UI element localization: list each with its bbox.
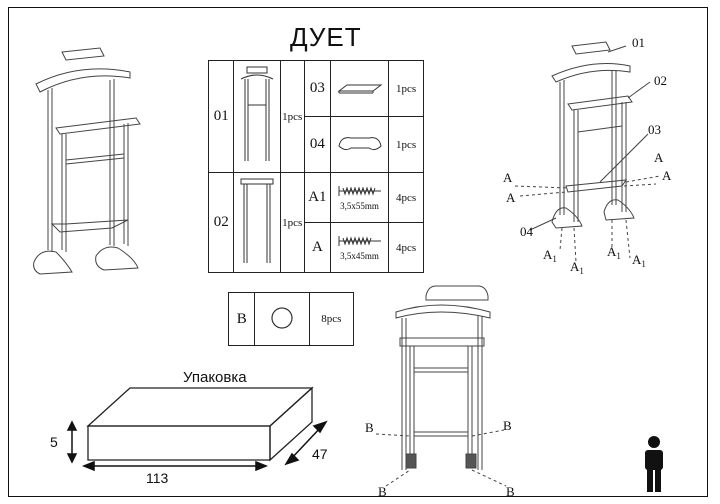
part-03-image bbox=[329, 60, 390, 117]
part-04-code: 04 bbox=[303, 116, 331, 173]
part-03-qty: 1pcs bbox=[388, 60, 424, 117]
front-elevation-drawing bbox=[376, 286, 506, 486]
callout-a1-3: A bbox=[607, 244, 617, 259]
human-scale-icon bbox=[645, 436, 663, 492]
package-height: 5 bbox=[50, 434, 58, 450]
part-b-code: B bbox=[227, 292, 256, 346]
dimension-arrows bbox=[66, 420, 328, 472]
callout-04: 04 bbox=[520, 224, 534, 239]
callout-a-left-top: A bbox=[503, 170, 513, 185]
part-b-image bbox=[254, 292, 310, 346]
part-a-code: A bbox=[303, 222, 331, 273]
exploded-view-drawing bbox=[515, 42, 660, 262]
callout-01: 01 bbox=[632, 35, 645, 50]
callout-a-left-bottom: A bbox=[506, 190, 516, 205]
callout-a-right-bottom: A bbox=[662, 168, 672, 183]
callout-b-right-top: B bbox=[503, 418, 512, 433]
parts-table: 01 1pcs 03 1pcs 04 1pcs 02 bbox=[207, 60, 424, 273]
svg-text:A1: A1 bbox=[632, 252, 646, 269]
part-02-code: 02 bbox=[207, 172, 235, 273]
package-label: Упаковка bbox=[183, 369, 247, 386]
product-title: ДУЕТ bbox=[290, 22, 362, 52]
part-04-image bbox=[329, 116, 390, 173]
part-a-qty: 4pcs bbox=[388, 222, 424, 273]
svg-text:A1: A1 bbox=[543, 247, 557, 264]
part-a1-image: 3,5x55mm bbox=[329, 172, 390, 223]
callout-b-right-bottom: B bbox=[506, 484, 515, 499]
part-a1-qty: 4pcs bbox=[388, 172, 424, 223]
part-a1-size: 3,5x55mm bbox=[340, 201, 379, 211]
part-a-size: 3,5x45mm bbox=[340, 251, 379, 261]
part-02-qty: 1pcs bbox=[279, 172, 305, 273]
package-length: 113 bbox=[146, 470, 169, 486]
callout-a1-group: A1 A1 A1 A1 bbox=[543, 244, 646, 276]
drawing-sheet-border bbox=[8, 7, 708, 497]
svg-text:A1: A1 bbox=[607, 244, 621, 261]
part-b-qty: 8pcs bbox=[308, 292, 355, 346]
callout-b-left-top: B bbox=[365, 420, 374, 435]
part-b-table: B 8pcs bbox=[227, 292, 355, 346]
part-a-image: 3,5x45mm bbox=[329, 222, 390, 273]
package-width: 47 bbox=[312, 446, 328, 462]
package-box-drawing bbox=[86, 386, 314, 462]
callout-02: 02 bbox=[654, 73, 667, 88]
svg-text:A1: A1 bbox=[570, 259, 584, 276]
callout-a1-4: A bbox=[632, 252, 642, 267]
callout-b-left-bottom: B bbox=[378, 484, 387, 499]
callout-a-right-top: A bbox=[654, 150, 664, 165]
part-a1-code: A1 bbox=[303, 172, 331, 223]
callout-03: 03 bbox=[648, 122, 661, 137]
callout-a1-2: A bbox=[570, 259, 580, 274]
callout-a1-1: A bbox=[543, 247, 553, 262]
perspective-view-drawing bbox=[34, 48, 140, 274]
